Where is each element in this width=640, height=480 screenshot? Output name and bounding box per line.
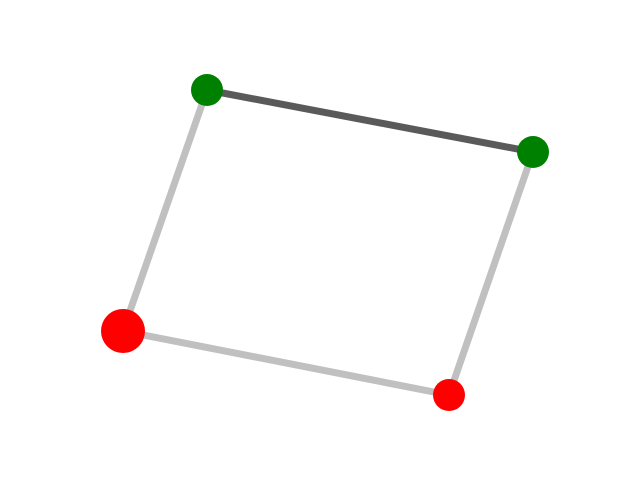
node-c <box>433 379 465 411</box>
edge-c-d <box>122 327 450 399</box>
edge-a-b <box>206 86 534 156</box>
node-d <box>101 309 145 353</box>
edges-layer <box>119 86 537 399</box>
edge-d-a <box>119 88 211 333</box>
node-a <box>191 74 223 106</box>
node-b <box>517 136 549 168</box>
edge-b-c <box>445 150 537 397</box>
nodes-layer <box>101 74 549 411</box>
